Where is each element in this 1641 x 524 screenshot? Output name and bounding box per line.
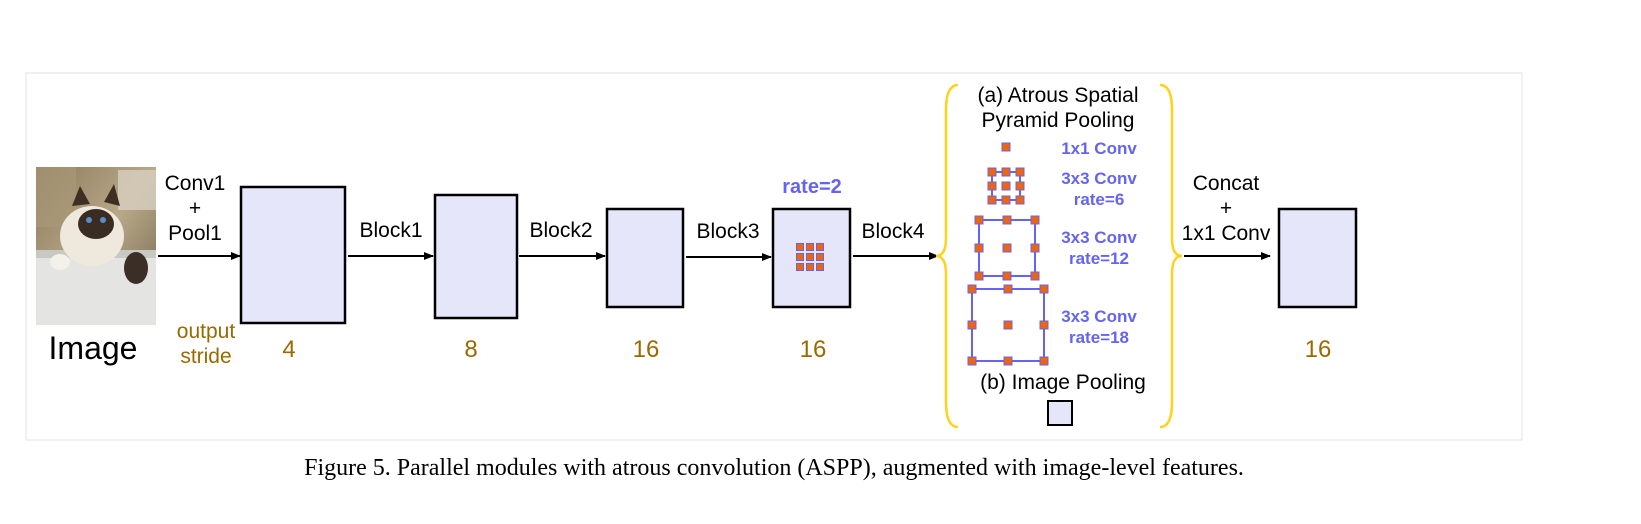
- stride-value-stage4: 16: [800, 336, 827, 363]
- kernel-sample: [1015, 167, 1025, 177]
- kernel-sample: [974, 215, 984, 225]
- kernel-sample: [806, 243, 814, 251]
- kernel-sample: [1030, 271, 1040, 281]
- concat-label-line3: 1x1 Conv: [1182, 222, 1271, 245]
- kernel-sample: [974, 243, 984, 253]
- aspp-branch-kernel: [987, 167, 1025, 205]
- kernel-sample: [1003, 356, 1013, 366]
- feature-map-block1: [433, 193, 519, 320]
- kernel-sample: [1030, 215, 1040, 225]
- aspp-branch1-label-line1: 1x1 Conv: [1061, 139, 1137, 158]
- kernel-sample: [1002, 271, 1012, 281]
- kernel-sample: [796, 263, 804, 271]
- figure-caption: Figure 5. Parallel modules with atrous c…: [304, 455, 1244, 481]
- kernel-sample: [1002, 215, 1012, 225]
- kernel-sample: [987, 195, 997, 205]
- aspp-branch2-label-line2: rate=6: [1074, 190, 1125, 209]
- kernel-sample: [1001, 195, 1011, 205]
- kernel-sample: [967, 284, 977, 294]
- feature-map-block2: [605, 207, 685, 309]
- kernel-sample: [806, 253, 814, 261]
- stride-value-stage2: 8: [464, 336, 477, 363]
- kernel-sample: [1001, 142, 1011, 152]
- concat-label-line2: +: [1220, 197, 1232, 220]
- kernel-sample: [1001, 167, 1011, 177]
- aspp-kernels: [967, 142, 1049, 366]
- image-pooling-box: [1047, 400, 1073, 426]
- stem-label-line3: Pool1: [168, 222, 222, 245]
- block3-rate-label: rate=2: [782, 176, 842, 198]
- cat-photo-icon: [36, 167, 156, 325]
- aspp-title-line2: Pyramid Pooling: [982, 109, 1135, 132]
- aspp-branch-kernel: [967, 284, 1049, 366]
- feature-map-stride4: [239, 185, 347, 325]
- feature-map-final: [1277, 207, 1358, 309]
- image-label: Image: [49, 330, 138, 366]
- image-pooling-label: (b) Image Pooling: [980, 371, 1146, 394]
- kernel-sample: [1003, 284, 1013, 294]
- kernel-sample: [816, 263, 824, 271]
- output-stride-label-line1: output: [177, 320, 236, 343]
- aspp-branch4-label-line1: 3x3 Conv: [1061, 307, 1137, 326]
- kernel-sample: [796, 243, 804, 251]
- kernel-sample: [796, 253, 804, 261]
- kernel-sample: [806, 263, 814, 271]
- output-stride-label-line2: stride: [180, 345, 231, 368]
- stride-value-final: 16: [1305, 336, 1332, 363]
- aspp-branch-kernel: [1001, 142, 1011, 152]
- stem-label-line2: +: [189, 197, 201, 220]
- kernel-sample: [1039, 284, 1049, 294]
- aspp-branch3-label-line2: rate=12: [1069, 249, 1129, 268]
- aspp-right-brace: [1159, 83, 1183, 429]
- aspp-left-brace: [935, 83, 959, 429]
- stride-value-stage3: 16: [633, 336, 660, 363]
- block2-label: Block2: [529, 219, 592, 242]
- kernel-sample: [987, 181, 997, 191]
- block4-label: Block4: [861, 220, 924, 243]
- aspp-branch2-label-line1: 3x3 Conv: [1061, 169, 1137, 188]
- kernel-sample: [987, 167, 997, 177]
- aspp-title-line1: (a) Atrous Spatial: [977, 84, 1138, 107]
- kernel-sample: [816, 243, 824, 251]
- kernel-sample: [1030, 243, 1040, 253]
- stride-value-stage1: 4: [282, 336, 295, 363]
- diagram-frame: [25, 72, 1523, 441]
- block3-label: Block3: [696, 220, 759, 243]
- block1-label: Block1: [359, 219, 422, 242]
- kernel-sample: [1003, 320, 1013, 330]
- block3-kernel: [796, 243, 824, 271]
- kernel-sample: [1039, 320, 1049, 330]
- kernel-sample: [967, 356, 977, 366]
- kernel-sample: [1039, 356, 1049, 366]
- stem-label-line1: Conv1: [165, 172, 226, 195]
- kernel-sample: [1015, 195, 1025, 205]
- kernel-sample: [1015, 181, 1025, 191]
- aspp-branch3-label-line1: 3x3 Conv: [1061, 228, 1137, 247]
- aspp-branch4-label-line2: rate=18: [1069, 328, 1129, 347]
- kernel-sample: [816, 253, 824, 261]
- concat-label-line1: Concat: [1193, 172, 1260, 195]
- kernel-sample: [1002, 243, 1012, 253]
- kernel-sample: [967, 320, 977, 330]
- aspp-branch-kernel: [974, 215, 1040, 281]
- kernel-sample: [1001, 181, 1011, 191]
- kernel-sample: [974, 271, 984, 281]
